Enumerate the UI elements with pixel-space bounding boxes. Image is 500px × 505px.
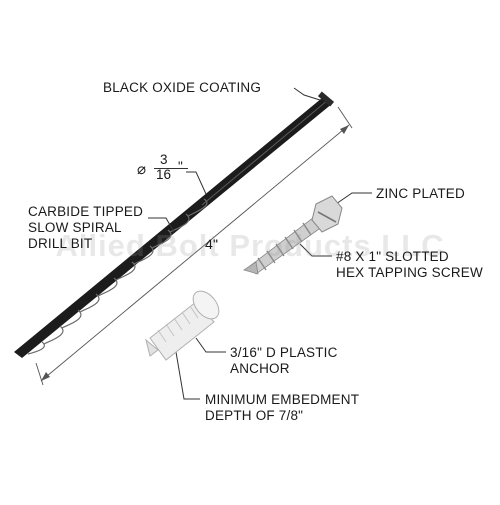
screw-tip xyxy=(243,261,259,275)
drill-label-line1: CARBIDE TIPPED xyxy=(28,204,144,219)
diameter-symbol: ⌀ xyxy=(137,161,147,178)
screw-label-line1: #8 X 1" SLOTTED xyxy=(336,249,449,264)
anchor-leader xyxy=(195,337,226,353)
embed-label-line2: DEPTH OF 7/8" xyxy=(205,408,304,423)
screw-label-line2: HEX TAPPING SCREW xyxy=(336,265,483,280)
screw-head xyxy=(311,195,343,233)
coating-label: BLACK OXIDE COATING xyxy=(103,80,262,95)
drill-label-line3: DRILL BIT xyxy=(28,236,93,251)
drill-leader xyxy=(148,217,175,233)
embed-leader xyxy=(175,351,200,400)
screw-threads xyxy=(257,222,312,271)
zinc-leader xyxy=(335,192,372,205)
drill-shank xyxy=(14,98,333,358)
anchor-label-line1: 3/16" D PLASTIC xyxy=(230,345,338,360)
drill-flutes xyxy=(27,198,208,355)
drill-bit xyxy=(14,91,335,358)
diameter-unit: " xyxy=(178,159,183,174)
diameter-denominator: 16 xyxy=(156,167,172,182)
zinc-label: ZINC PLATED xyxy=(376,186,465,201)
hex-screw xyxy=(243,195,343,275)
leader-lines xyxy=(148,87,372,400)
anchor-label-line2: ANCHOR xyxy=(230,361,290,376)
anchor-ribs xyxy=(157,305,199,343)
length-dimension xyxy=(35,106,353,386)
drill-label-line2: SLOW SPIRAL xyxy=(28,220,122,235)
diameter-numerator: 3 xyxy=(160,152,168,167)
screw-leader xyxy=(299,243,332,257)
watermark: Allied Bolt Products LLC xyxy=(55,228,445,263)
coating-leader xyxy=(293,87,321,101)
diameter-leader xyxy=(186,171,207,195)
length-label: 4" xyxy=(205,236,219,252)
embed-label-line1: MINIMUM EMBEDMENT xyxy=(205,392,360,407)
plastic-anchor xyxy=(145,290,220,361)
